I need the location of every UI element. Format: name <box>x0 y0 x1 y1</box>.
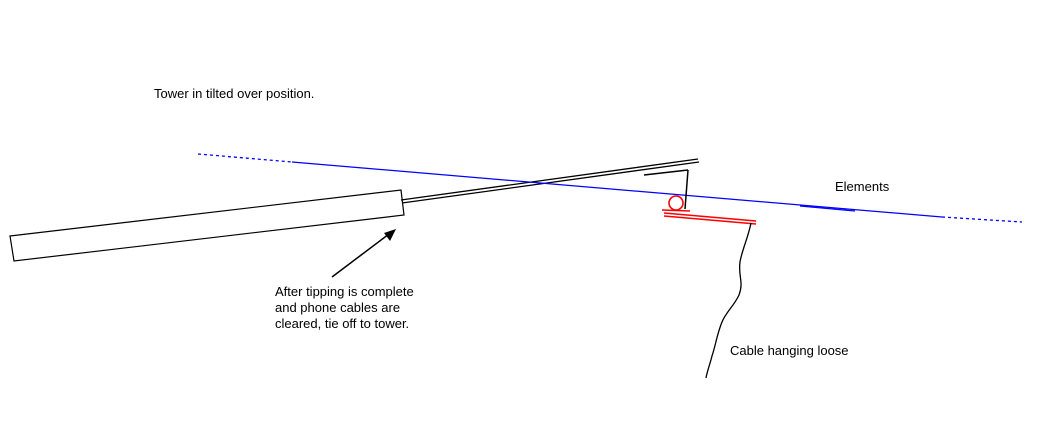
tie-off-arrow <box>331 229 396 278</box>
boom-dashed-right <box>941 216 1023 223</box>
pulley-icon <box>668 195 684 211</box>
note-line-3: cleared, tie off to tower. <box>275 316 410 331</box>
hanging-cable <box>705 222 752 379</box>
mast-bracket <box>643 169 689 210</box>
boom-solid <box>291 161 943 218</box>
note-line-2: and phone cables are <box>275 300 401 315</box>
cable-label: Cable hanging loose <box>730 343 849 358</box>
elements-label: Elements <box>835 179 890 194</box>
arrowhead-icon <box>384 229 396 241</box>
diagram-title: Tower in tilted over position. <box>154 86 315 101</box>
boom-dashed-left <box>197 153 293 163</box>
element-boom <box>197 153 1023 223</box>
note-line-1: After tipping is complete <box>275 284 414 299</box>
boom-element-mark <box>799 205 856 212</box>
tie-off-note: After tipping is complete and phone cabl… <box>275 284 414 332</box>
clamp <box>661 195 757 225</box>
mast <box>400 158 700 204</box>
tower-body <box>9 189 405 262</box>
